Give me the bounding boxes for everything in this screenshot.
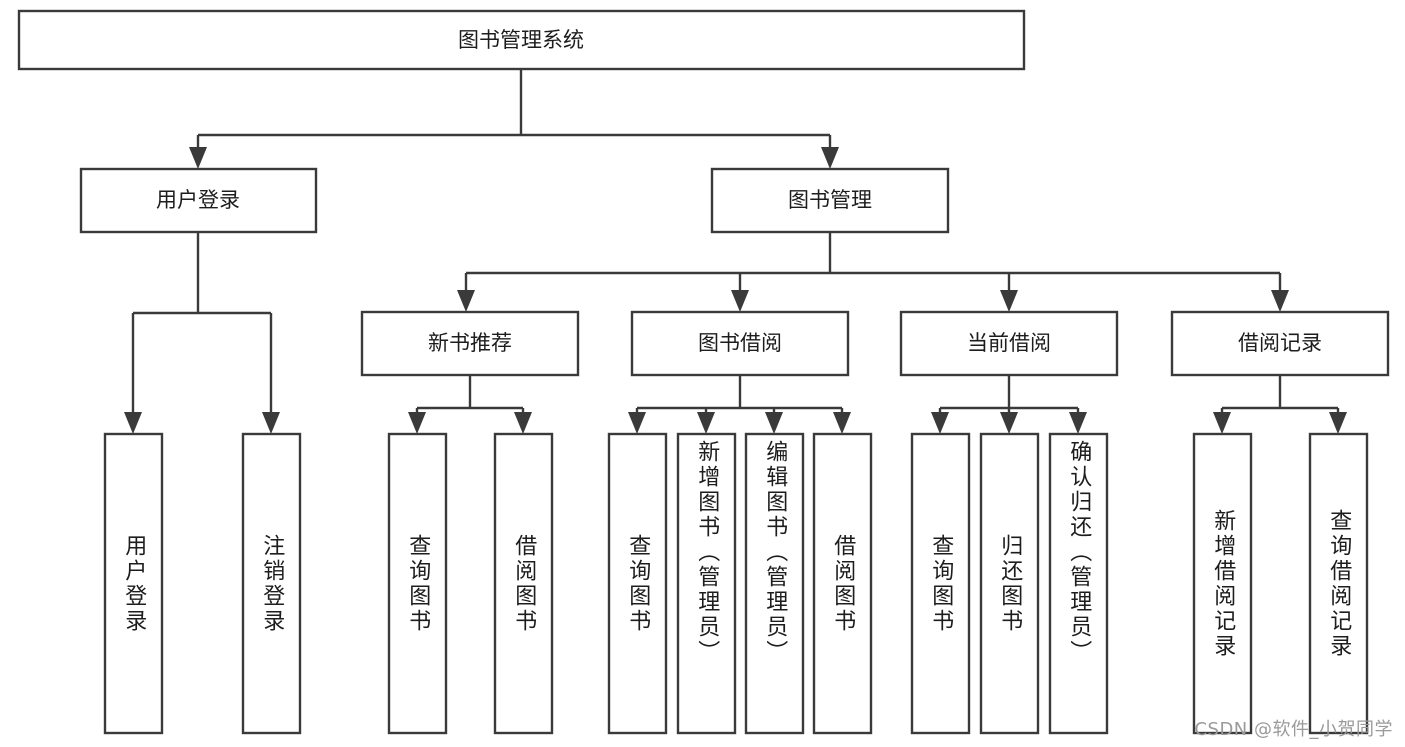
arrow-ul-to-leaf1-icon [124,412,142,434]
arrow-nbr-to-leaf1-icon [408,412,426,434]
leaf-box-user-login[interactable] [103,432,164,735]
node-current-borrow[interactable]: 当前借阅 [899,310,1119,377]
arrow-bm-to-current-borrow-icon [1000,290,1018,312]
connector-group-borrow-record [1213,375,1347,434]
leaf-box-query-book-2[interactable] [607,432,668,735]
arrow-bm-to-new-book-icon [457,290,475,312]
node-current-borrow-label: 当前借阅 [967,331,1051,355]
node-root[interactable]: 图书管理系统 [17,9,1026,71]
connector-group-new-book-rec [408,375,532,434]
node-borrow-record[interactable]: 借阅记录 [1170,310,1390,377]
watermark-text: CSDN @软件_小贺同学 [1194,719,1393,740]
node-root-label: 图书管理系统 [458,28,584,52]
arrow-root-to-user-login-icon [189,147,207,169]
node-new-book-rec-label: 新书推荐 [428,331,512,355]
arrow-cb-to-leaf2-icon [1000,412,1018,434]
connector-group-user-login [124,232,280,434]
node-new-book-rec-box[interactable] [360,310,580,377]
node-user-login-box[interactable] [79,167,318,234]
arrow-bm-to-book-borrow-icon [731,290,749,312]
arrow-br-to-leaf2-icon [1329,412,1347,434]
leaf-box-borrow-book-1[interactable] [493,432,554,735]
leaf-box-add-record[interactable] [1192,432,1253,735]
node-borrow-record-box[interactable] [1170,310,1390,377]
node-book-borrow-label: 图书借阅 [698,331,782,355]
arrow-bb-to-leaf2-icon [697,412,715,434]
node-new-book-rec[interactable]: 新书推荐 [360,310,580,377]
leaf-box-edit-book[interactable] [744,432,805,735]
arrow-ul-to-leaf2-icon [262,412,280,434]
leaf-box-logout[interactable] [241,432,302,735]
arrow-br-to-leaf1-icon [1213,412,1231,434]
node-user-login-label: 用户登录 [156,188,240,212]
node-current-borrow-box[interactable] [899,310,1119,377]
arrow-cb-to-leaf1-icon [931,412,949,434]
arrow-nbr-to-leaf2-icon [514,412,532,434]
leaf-box-query-book-1[interactable] [387,432,448,735]
arrow-bb-to-leaf1-icon [628,412,646,434]
arrow-cb-to-leaf3-icon [1069,412,1087,434]
node-root-box[interactable] [17,9,1026,71]
arrow-bm-to-borrow-record-icon [1271,290,1289,312]
leaf-box-add-book[interactable] [676,432,737,735]
leaf-box-return-book[interactable] [979,432,1040,735]
node-book-borrow-box[interactable] [630,310,850,377]
node-user-login[interactable]: 用户登录 [79,167,318,234]
node-book-manage-box[interactable] [710,167,950,234]
leaf-box-query-record[interactable] [1308,432,1369,735]
leaf-box-confirm-return[interactable] [1048,432,1109,735]
arrow-root-to-book-manage-icon [821,147,839,169]
connector-group-book-manage [457,232,1289,312]
node-borrow-record-label: 借阅记录 [1238,331,1322,355]
node-book-manage[interactable]: 图书管理 [710,167,950,234]
node-book-manage-label: 图书管理 [788,188,872,212]
connector-group-root [189,69,839,169]
arrow-bb-to-leaf3-icon [765,412,783,434]
node-book-borrow[interactable]: 图书借阅 [630,310,850,377]
connector-group-book-borrow [628,375,851,434]
connector-group-current-borrow [931,375,1087,434]
leaf-box-borrow-book-2[interactable] [812,432,873,735]
leaf-box-query-book-3[interactable] [910,432,971,735]
arrow-bb-to-leaf4-icon [833,412,851,434]
